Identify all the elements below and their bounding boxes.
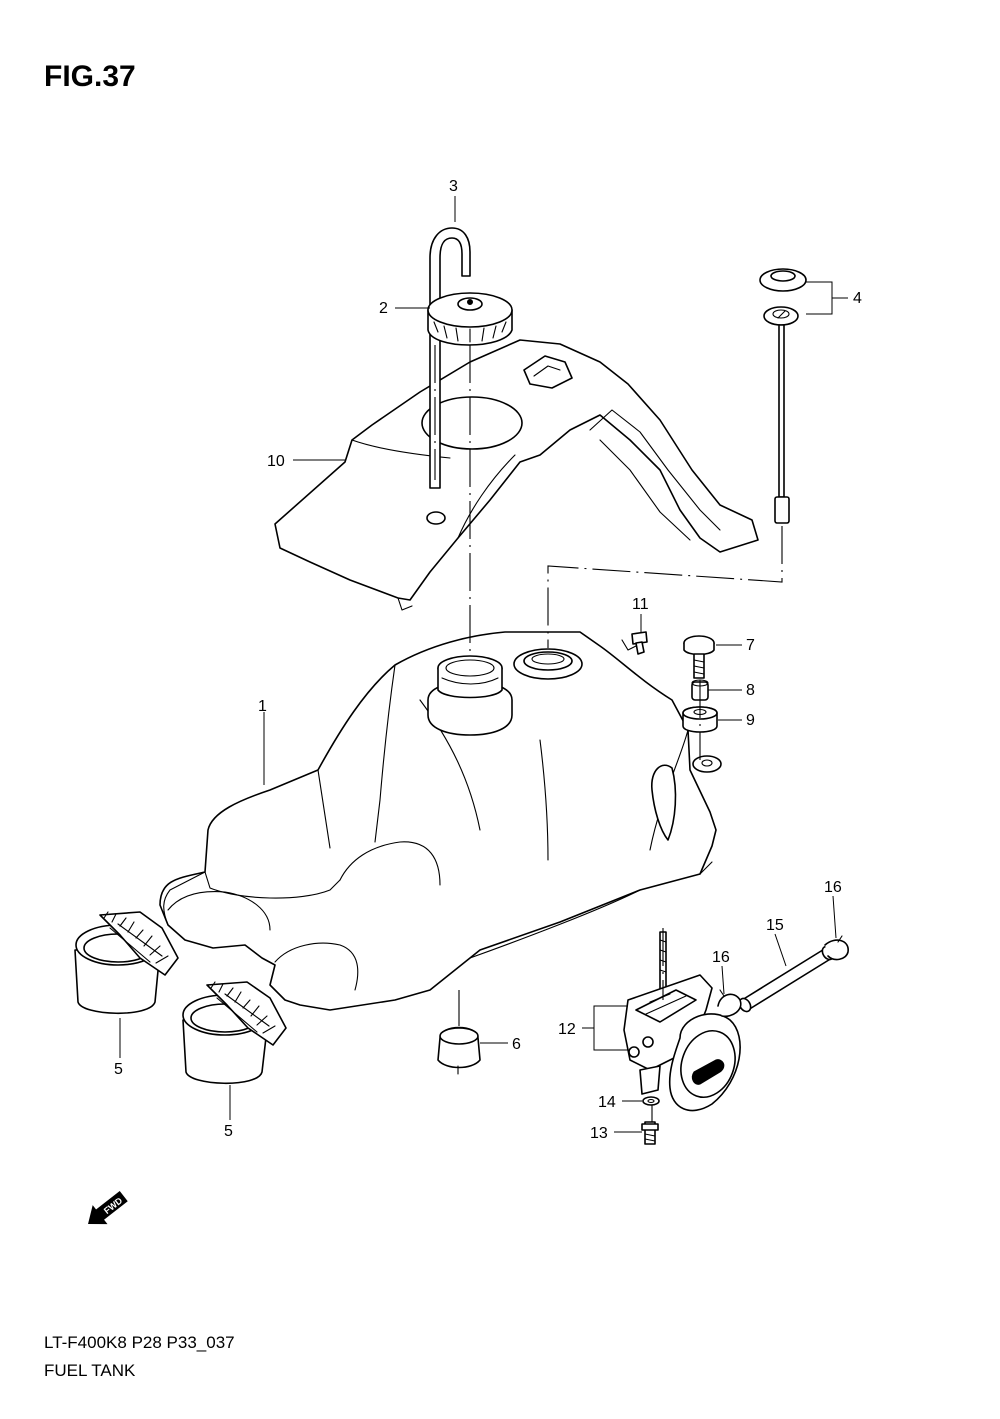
part-clamp-left <box>74 911 179 1015</box>
part-washer <box>642 1096 660 1106</box>
part-valve-bolt <box>641 1121 659 1145</box>
callout-12: 12 <box>558 1021 576 1038</box>
part-screw <box>631 631 648 655</box>
callout-9: 9 <box>746 712 755 729</box>
part-fuel-tank <box>159 631 722 1011</box>
callout-7: 7 <box>746 637 755 654</box>
callout-4: 4 <box>853 290 862 307</box>
callout-3: 3 <box>449 178 458 195</box>
part-tank-cover <box>274 339 759 611</box>
part-fuel-cap <box>427 292 513 346</box>
part-cushion <box>437 1026 481 1075</box>
part-clamp-right <box>182 981 287 1085</box>
callout-14: 14 <box>598 1094 616 1111</box>
part-breather-hose <box>429 227 471 489</box>
callout-16-lower: 16 <box>712 949 730 966</box>
callout-11: 11 <box>632 596 649 613</box>
part-fuel-gauge <box>759 268 807 524</box>
callout-6: 6 <box>512 1036 521 1053</box>
figure-title: FIG.37 <box>44 60 136 93</box>
leader-lines <box>119 196 848 1133</box>
part-grommet <box>682 706 718 733</box>
callout-1: 1 <box>258 698 267 715</box>
part-fuel-valve <box>623 931 741 1112</box>
part-bolt <box>683 635 715 679</box>
callout-8: 8 <box>746 682 755 699</box>
figure-caption: FUEL TANK <box>44 1361 136 1380</box>
callout-13: 13 <box>590 1125 608 1142</box>
callout-2: 2 <box>379 300 388 317</box>
model-code: LT-F400K8 P28 P33_037 <box>44 1333 235 1352</box>
part-hose-clip-lower <box>717 989 742 1018</box>
part-fuel-hose <box>738 945 835 1013</box>
part-hose-clip-upper <box>824 935 849 961</box>
callout-5-left: 5 <box>114 1061 123 1078</box>
callout-5-right: 5 <box>224 1123 233 1140</box>
assembly-lines <box>434 345 783 1122</box>
callout-10: 10 <box>267 453 285 470</box>
forward-arrow-icon: FWD <box>88 1191 128 1225</box>
callout-15: 15 <box>766 917 784 934</box>
callout-labels: 3 2 4 10 1 11 7 8 9 5 5 6 12 14 13 15 16… <box>114 178 862 1142</box>
callout-16-upper: 16 <box>824 879 842 896</box>
